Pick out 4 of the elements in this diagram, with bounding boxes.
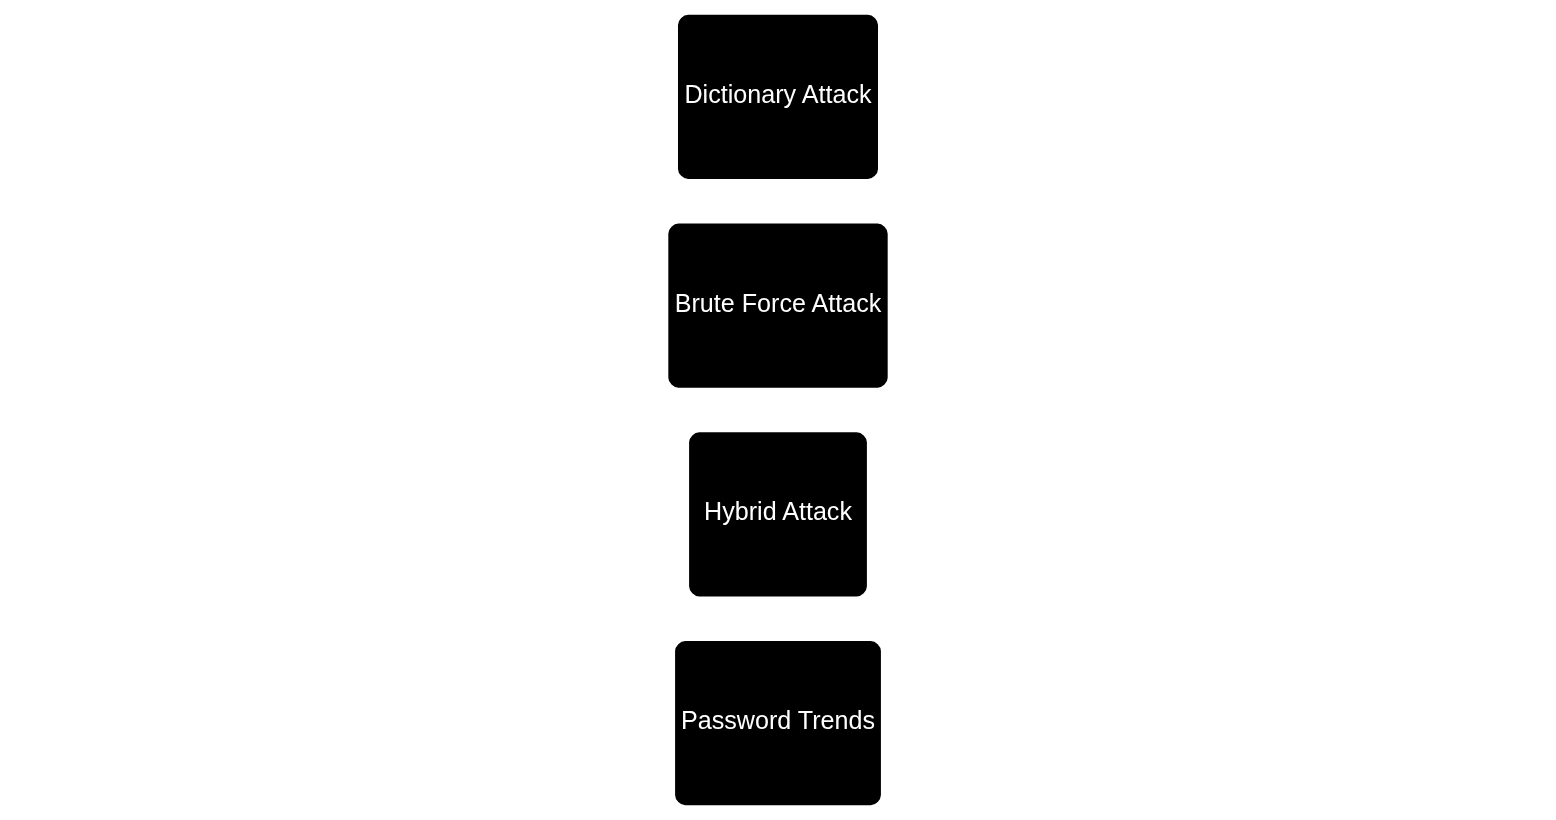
node-box: Password Trends [672,638,884,809]
node-box: Brute Force Attack [665,220,891,391]
node-box: Dictionary Attack [675,11,881,182]
node-box: Hybrid Attack [686,429,870,600]
